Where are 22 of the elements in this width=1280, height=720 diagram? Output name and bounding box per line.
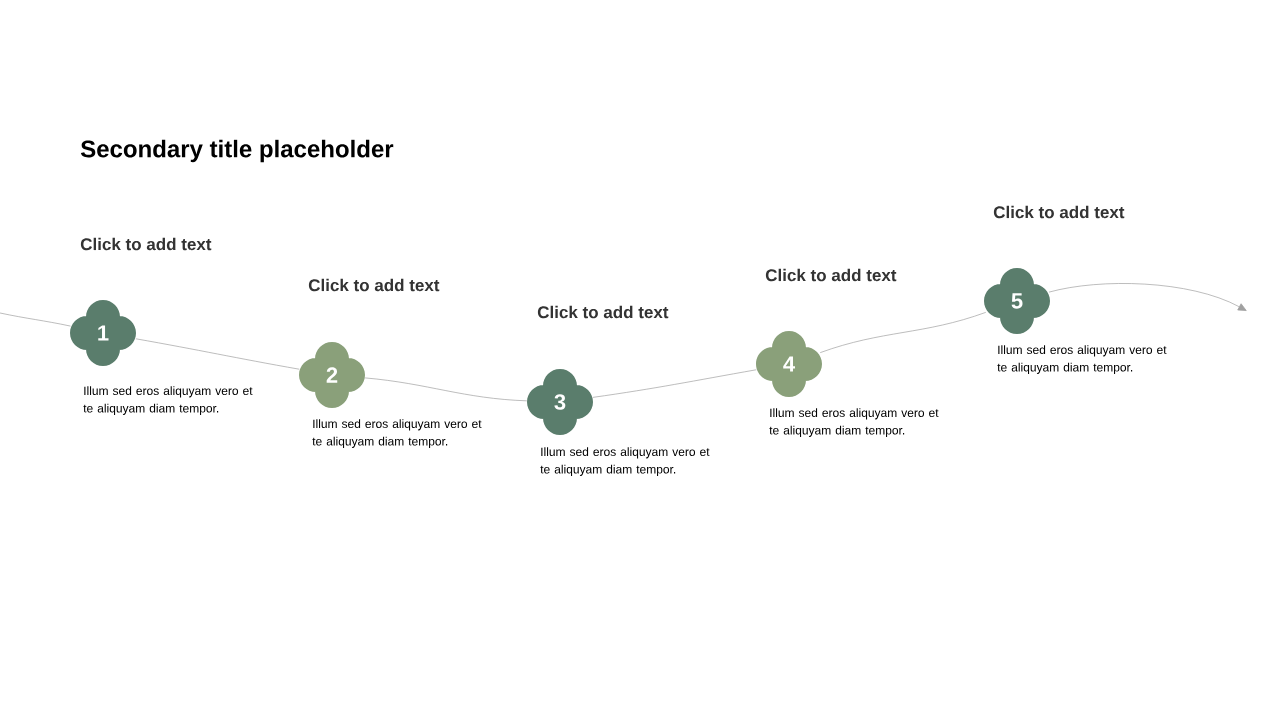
curve-line (135, 338, 300, 370)
heading: Click to add text (765, 268, 897, 282)
description: Illum sed eros aliquyam vero et te aliquyam diam tempor. (83, 386, 253, 415)
heading: Click to add text (993, 205, 1125, 219)
heading: Click to add text (308, 278, 440, 292)
heading: Click to add text (537, 305, 669, 319)
description: Illum sed eros aliquyam vero et te aliquyam diam tempor. (997, 345, 1167, 374)
clover-badge: 4 (756, 331, 822, 397)
curve-line (1048, 283, 1247, 311)
heading: Click to add text (80, 237, 212, 251)
title: Secondary title placeholder (80, 139, 394, 163)
description: Illum sed eros aliquyam vero et te aliquyam diam tempor. (769, 408, 939, 437)
description: Illum sed eros aliquyam vero et te aliquyam diam tempor. (312, 419, 482, 448)
curve-line (364, 377, 528, 402)
description: Illum sed eros aliquyam vero et te aliquyam diam tempor. (540, 447, 710, 476)
clover-badge: 1 (70, 300, 136, 366)
clover-badge: 3 (527, 369, 593, 435)
curve-line (592, 369, 757, 398)
clover-badge: 5 (984, 268, 1050, 334)
clover-badge: 2 (299, 342, 365, 408)
curve-line (819, 312, 987, 353)
curve-line (0, 312, 71, 327)
